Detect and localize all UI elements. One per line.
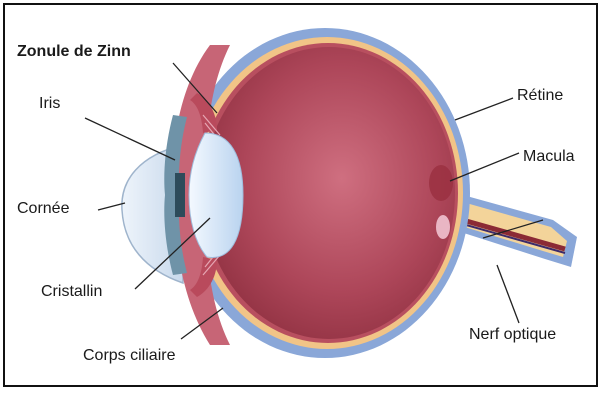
leader-nerf-optique — [497, 265, 519, 323]
leader-retine — [455, 98, 513, 120]
macula-spot — [429, 165, 453, 201]
lens-shape — [189, 133, 243, 257]
label-iris: Iris — [39, 95, 60, 112]
leader-cornee — [98, 203, 125, 210]
label-nerf-optique: Nerf optique — [469, 326, 556, 343]
diagram-frame: Zonule de Zinn Iris Cornée Cristallin Co… — [3, 3, 598, 387]
label-cristallin: Cristallin — [41, 283, 102, 300]
optic-disc — [436, 215, 450, 239]
label-retine: Rétine — [517, 87, 563, 104]
label-corps-ciliaire: Corps ciliaire — [83, 347, 176, 364]
label-zonule-de-zinn: Zonule de Zinn — [17, 43, 131, 60]
label-cornee: Cornée — [17, 200, 70, 217]
eye-diagram: Zonule de Zinn Iris Cornée Cristallin Co… — [5, 5, 596, 385]
label-macula: Macula — [523, 148, 575, 165]
leader-iris — [85, 118, 175, 160]
